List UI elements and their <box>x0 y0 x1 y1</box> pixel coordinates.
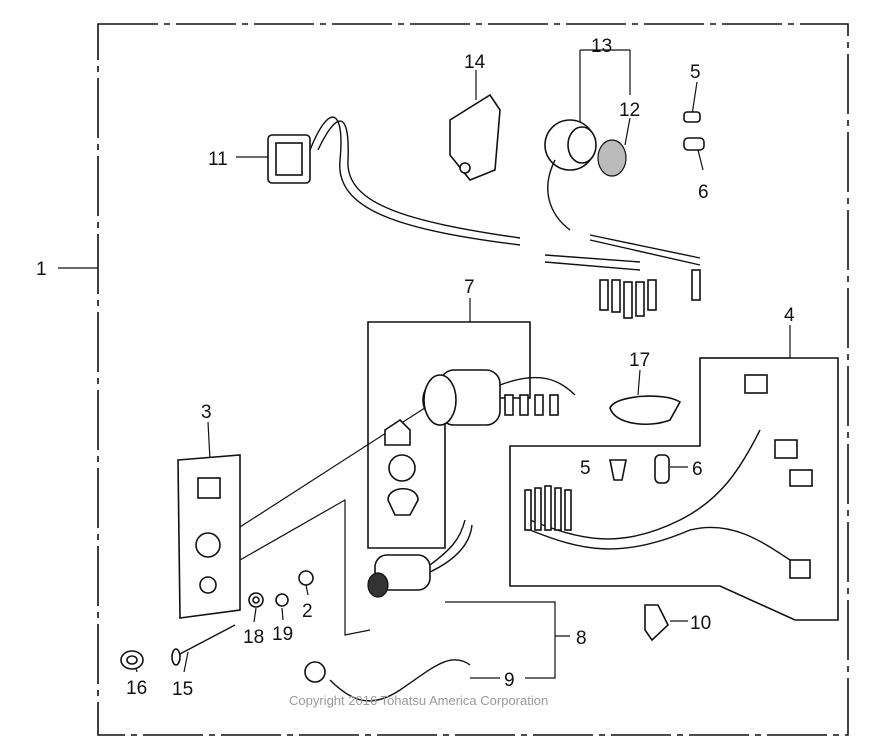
part-6-sleeve <box>654 454 670 484</box>
part-16-nut <box>120 650 144 670</box>
harness-group-frame <box>509 357 839 621</box>
part-17-clamp <box>609 395 682 426</box>
callouts: 1 2 3 4 5 5 6 6 7 8 9 10 11 12 13 14 15 … <box>36 36 795 700</box>
callout-1: 1 <box>36 259 47 280</box>
callout-3: 3 <box>201 402 212 423</box>
part-1-harness-end <box>544 234 701 319</box>
part-3-plate <box>177 454 241 619</box>
callout-8: 8 <box>576 628 587 649</box>
part-6-sleeve-top <box>683 137 705 151</box>
callout-19: 19 <box>272 624 293 645</box>
part-9-lanyard <box>304 659 471 702</box>
callout-6: 6 <box>692 459 703 480</box>
callout-16: 16 <box>126 678 147 699</box>
callout-7: 7 <box>464 277 475 298</box>
part-8-stop-switch <box>367 519 473 598</box>
part-5-screw-top <box>683 111 701 123</box>
callout-12: 12 <box>619 100 640 121</box>
callout-5-top: 5 <box>690 62 701 83</box>
callout-5: 5 <box>580 458 591 479</box>
callout-4: 4 <box>784 305 795 326</box>
callout-14: 14 <box>464 52 486 73</box>
part-7-key-switch <box>384 369 576 516</box>
callout-13: 13 <box>591 36 612 57</box>
copyright-text: Copyright 2016 Tohatsu America Corporati… <box>289 693 548 708</box>
callout-17: 17 <box>629 350 650 371</box>
callout-2: 2 <box>302 601 313 622</box>
key-switch-group-frame <box>367 321 531 549</box>
callout-11: 11 <box>208 149 228 170</box>
part-4-harness <box>524 374 813 579</box>
callout-9: 9 <box>504 670 515 691</box>
part-2-nut <box>298 570 314 586</box>
part-19-washer <box>275 593 289 607</box>
leader-lines <box>58 49 791 679</box>
part-11-switch <box>267 116 521 246</box>
kit-frame <box>97 23 849 736</box>
part-10-clip <box>644 604 669 642</box>
part-5-screw <box>609 459 627 481</box>
part-14-bracket <box>449 93 501 181</box>
callout-10: 10 <box>690 613 711 634</box>
callout-15: 15 <box>172 679 193 700</box>
callout-18: 18 <box>243 627 264 648</box>
part-18-washer <box>248 592 264 608</box>
part-13-buzzer <box>544 119 627 231</box>
part-15-screw <box>171 624 236 666</box>
callout-6-top: 6 <box>698 182 709 203</box>
